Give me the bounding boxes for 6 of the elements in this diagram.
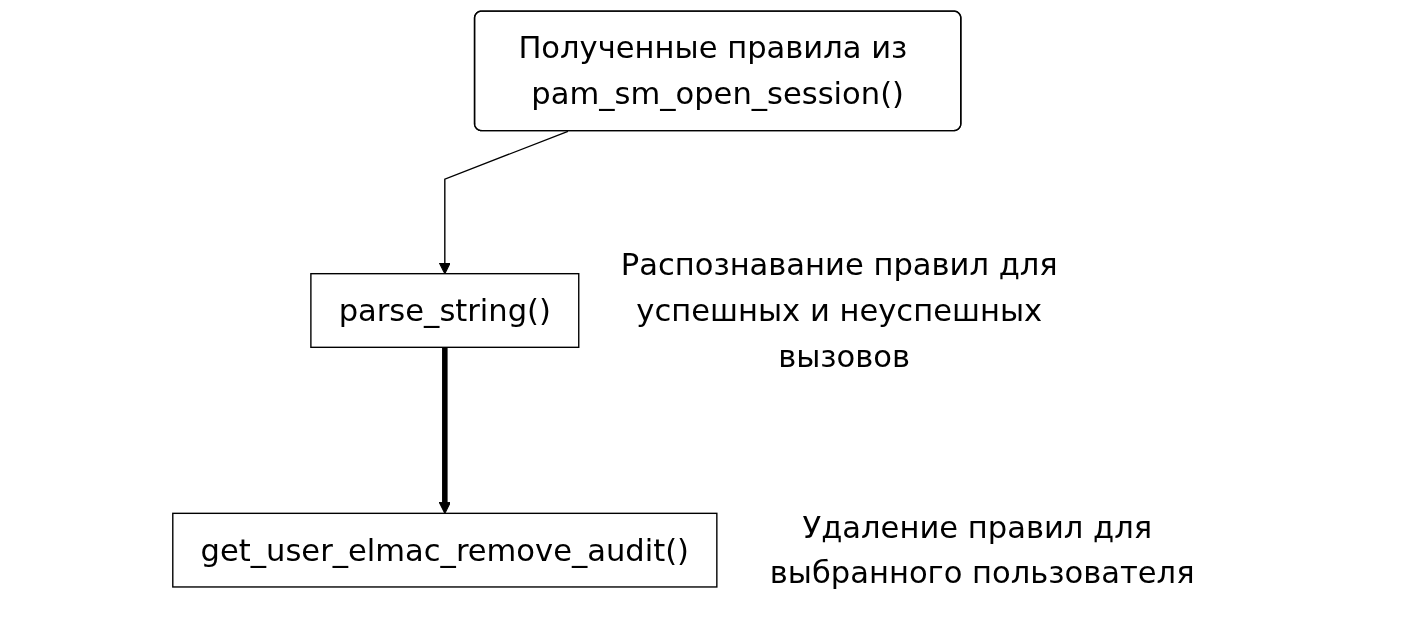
arrow: [438, 130, 569, 275]
node-box: [310, 273, 580, 348]
arrow: [438, 347, 451, 514]
node-label: Удаление правил для выбранного пользователя: [769, 509, 1195, 591]
node-box: [172, 512, 718, 588]
node-label: Распознавание правил для успешных и неуспешных вызовов: [620, 247, 1058, 374]
